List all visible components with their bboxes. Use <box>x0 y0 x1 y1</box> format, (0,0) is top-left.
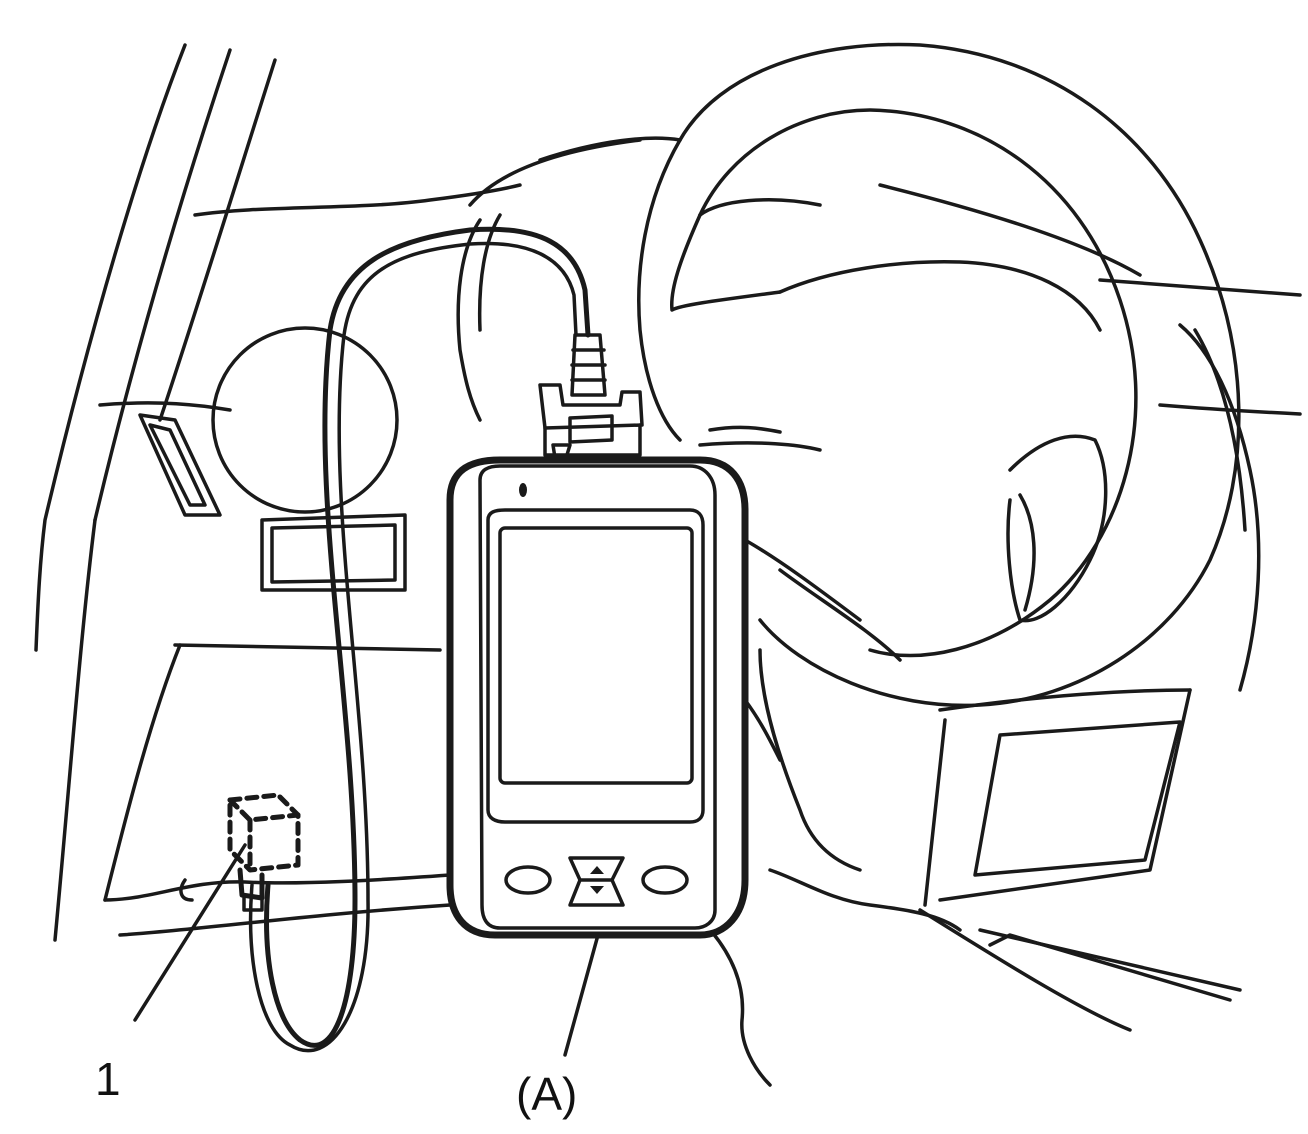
steering-column <box>456 213 822 452</box>
obd-connector <box>227 792 301 912</box>
center-console <box>743 323 1261 1032</box>
instrument-cluster <box>98 326 407 592</box>
lower-dash-panel <box>103 643 452 937</box>
callout-1: 1 <box>95 1053 121 1105</box>
a-pillar <box>34 43 277 942</box>
left-soft-key <box>504 865 552 895</box>
dlc-plug <box>538 333 644 460</box>
callout-a: (A) <box>516 1068 577 1120</box>
steering-wheel <box>637 42 1241 708</box>
obd-cable <box>248 226 591 1053</box>
leader-lines <box>133 843 772 1087</box>
tool-screen <box>498 526 694 785</box>
right-soft-key <box>641 865 689 895</box>
scan-tool <box>446 456 749 939</box>
